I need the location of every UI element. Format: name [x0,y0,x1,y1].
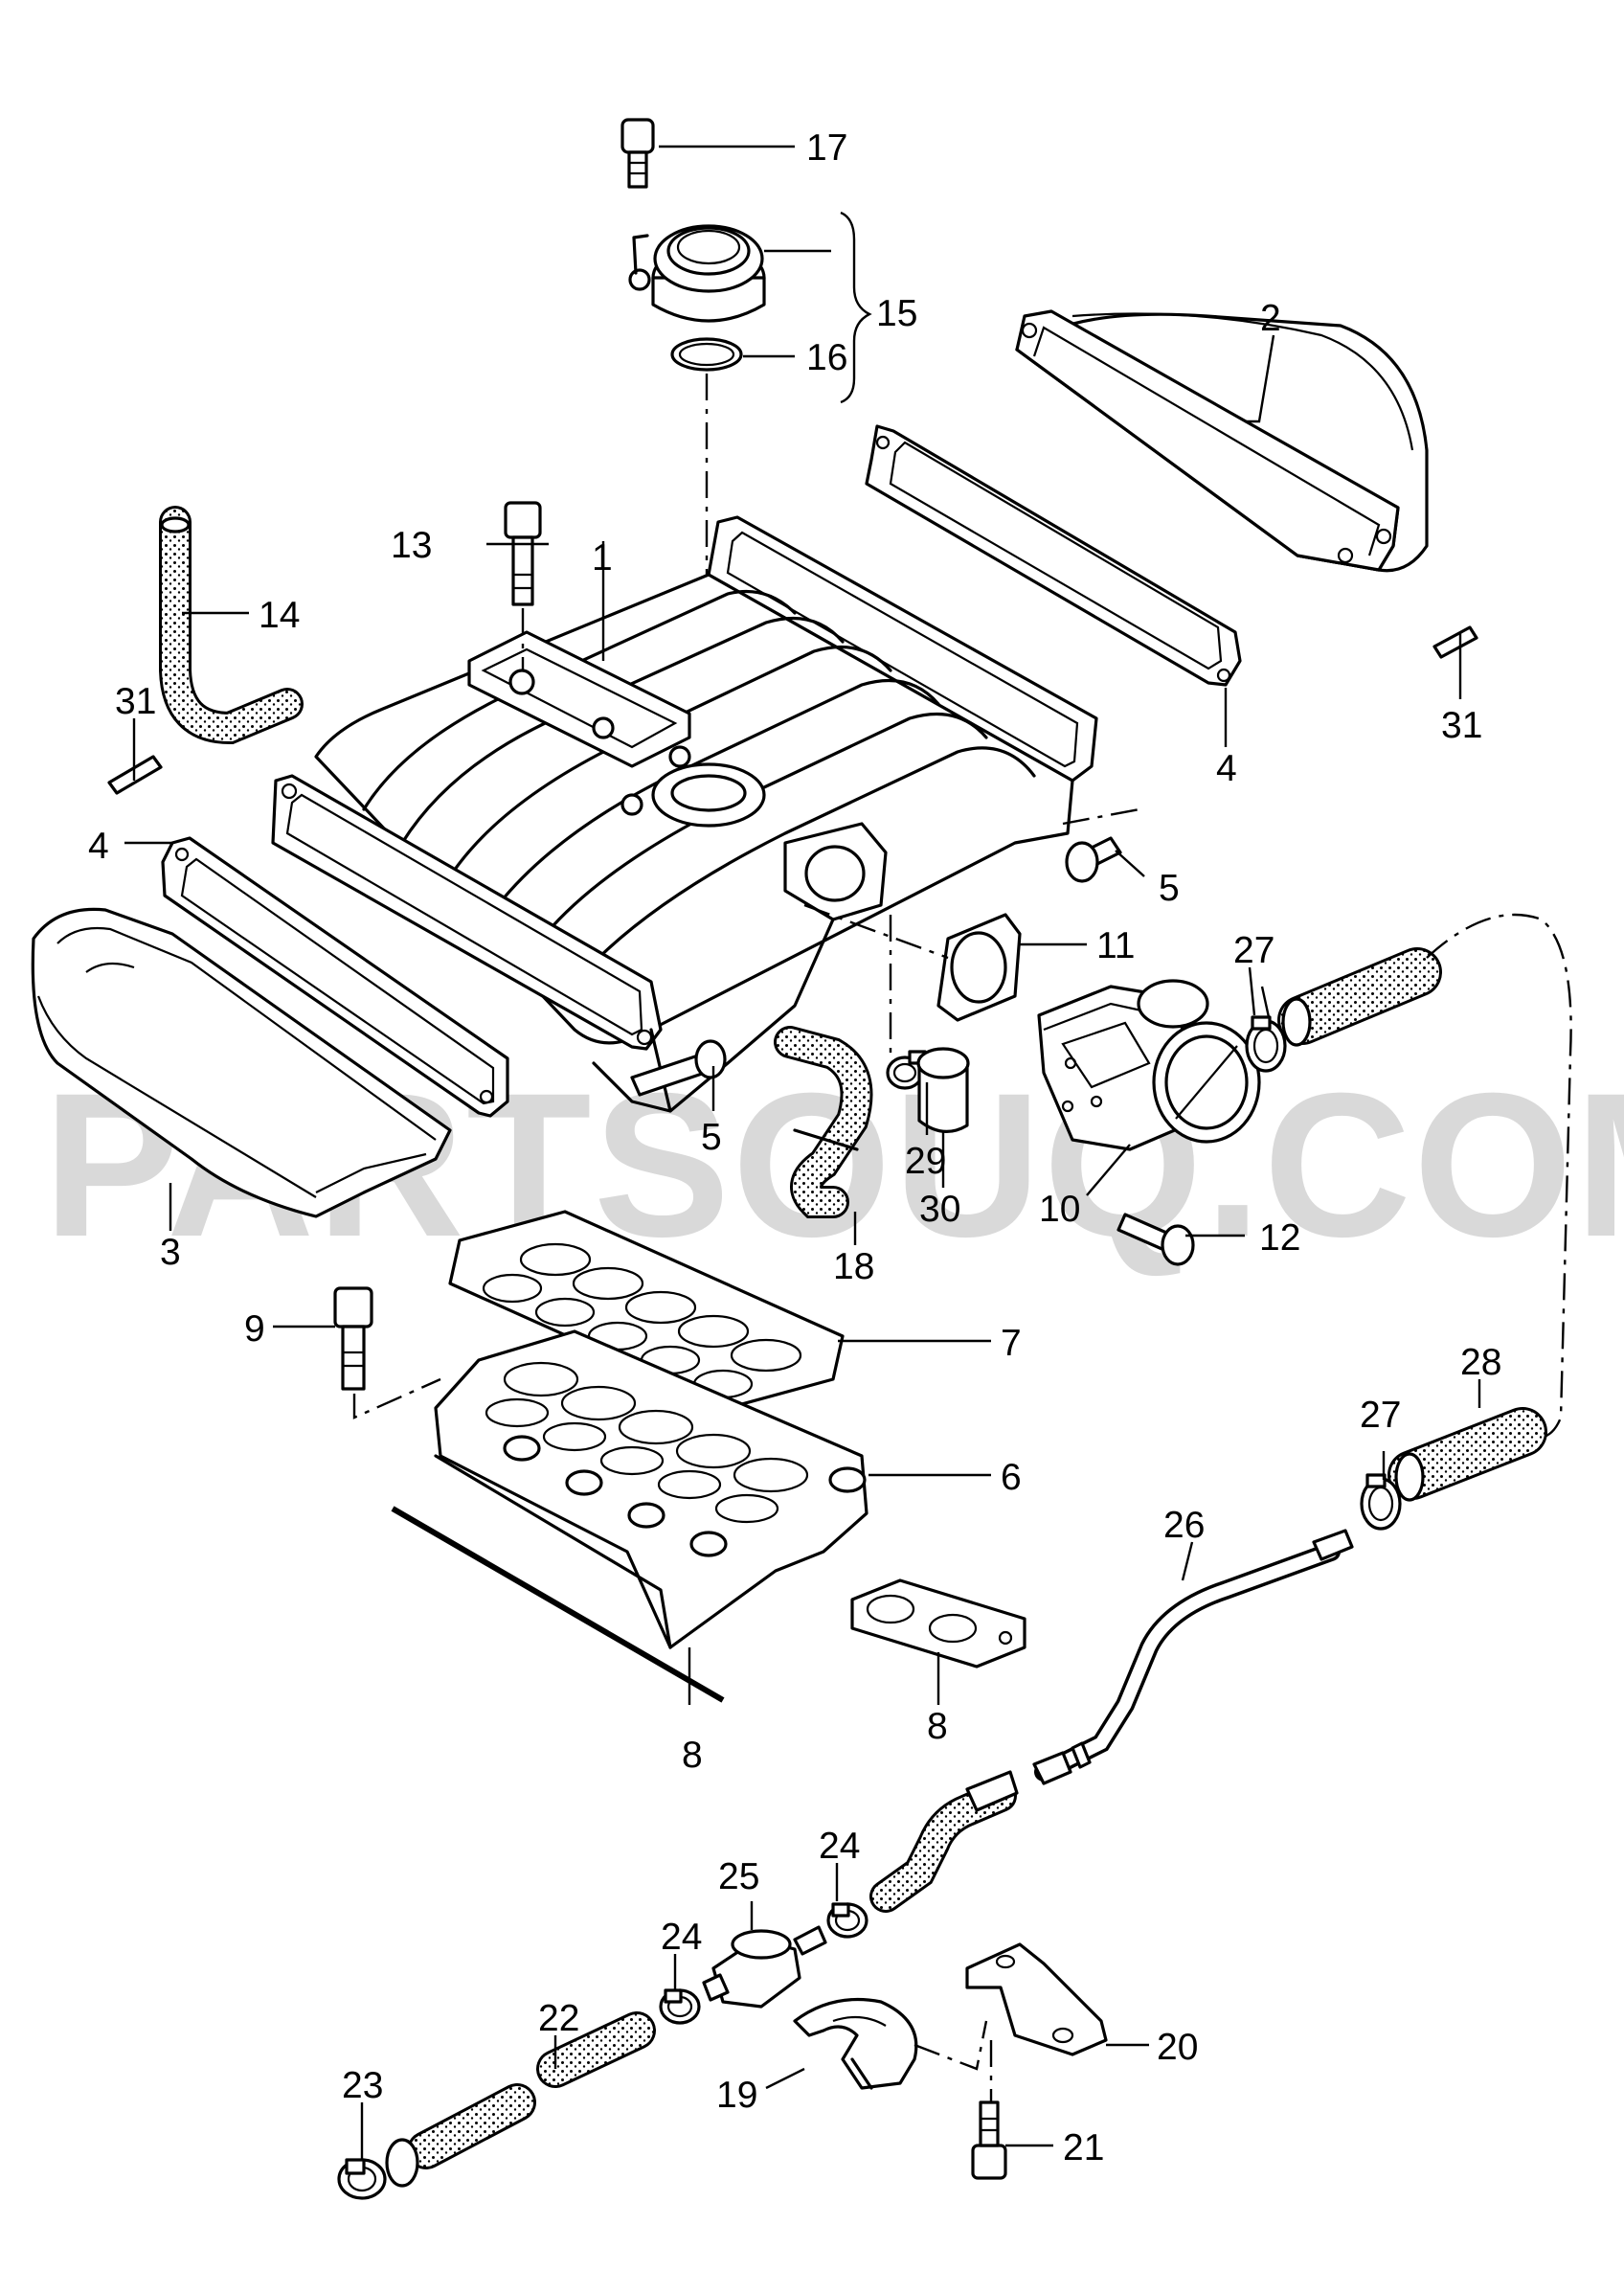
callout-15: 15 [876,293,917,334]
callout-9: 9 [244,1308,265,1350]
callout-23: 23 [342,2065,383,2106]
part-19-holder[interactable] [793,1998,918,2090]
callout-5-right: 5 [1159,868,1180,909]
part-31-pin-right[interactable] [1432,625,1478,659]
part-5-screw-right[interactable] [1065,836,1122,883]
assembly-line-5 [1062,807,1140,826]
part-28-hose-lower[interactable] [1387,1407,1547,1502]
callout-29: 29 [905,1141,946,1182]
part-24-clamp-lower[interactable] [659,1988,701,2025]
callout-12: 12 [1259,1217,1300,1259]
callout-18: 18 [833,1246,874,1287]
part-28-hose-upper[interactable] [1277,947,1442,1047]
callout-10: 10 [1039,1189,1080,1230]
callout-26: 26 [1163,1505,1205,1546]
leader-lines [124,145,1481,2160]
part-30-cap[interactable] [916,1047,970,1133]
part-13-bolt[interactable] [504,501,542,606]
callout-2: 2 [1260,298,1281,339]
callout-5-left: 5 [701,1117,722,1158]
callout-13: 13 [391,525,432,566]
callout-31-right: 31 [1441,705,1482,746]
callout-21: 21 [1063,2127,1104,2168]
callout-4-right: 4 [1216,748,1237,789]
callout-20: 20 [1157,2027,1198,2068]
part-17-screw[interactable] [620,118,655,189]
callout-8-right: 8 [927,1706,948,1747]
part-16-o-ring[interactable] [670,337,743,372]
part-10-throttle-body[interactable] [1037,979,1261,1151]
callout-28: 28 [1460,1342,1501,1383]
part-11-gasket[interactable] [936,913,1022,1022]
part-1-intake-manifold[interactable] [271,515,1098,1113]
part-26-pipe[interactable] [1032,1529,1354,1785]
callout-22: 22 [538,1998,579,2039]
callout-30: 30 [919,1189,960,1230]
part-21-bolt[interactable] [971,2100,1007,2180]
callout-25: 25 [718,1856,759,1897]
callout-4-left: 4 [88,826,109,867]
callout-27-lower: 27 [1360,1395,1401,1436]
callout-1: 1 [592,537,613,579]
part-27-clamp-upper[interactable] [1245,1015,1287,1073]
part-23-clamp[interactable] [337,2158,387,2200]
callout-24-lower: 24 [661,1917,702,1958]
callout-labels: 17 15 16 2 1 13 14 31 31 4 4 5 11 27 5 2… [88,127,1501,2168]
part-2-plenum-cover-right[interactable] [1015,309,1429,573]
part-4-gasket-right[interactable] [865,424,1242,687]
part-15-cap-assembly[interactable] [628,224,766,323]
part-25-valve[interactable] [702,1925,827,2009]
callout-16: 16 [806,337,847,378]
assembly-line-19 [914,2020,988,2071]
callout-31-left: 31 [115,681,156,722]
part-27-clamp-lower[interactable] [1360,1473,1402,1531]
part-3-plenum-cover-left[interactable] [31,907,452,1218]
callout-19: 19 [716,2075,757,2116]
part-20-bracket[interactable] [965,1942,1108,2056]
callout-11: 11 [1096,925,1136,966]
part-18-hose[interactable] [774,1026,873,1218]
assembly-line-11 [803,903,949,960]
callout-3: 3 [160,1232,181,1273]
part-8-seal-strip[interactable] [391,1506,725,1703]
callout-27-upper: 27 [1233,930,1274,971]
part-5-screw-left[interactable] [630,1039,727,1097]
callout-17: 17 [806,127,847,169]
callout-24-upper: 24 [819,1826,860,1867]
callout-14: 14 [259,595,300,636]
assembly-line-28 [1426,913,1572,1439]
part-24-clamp-upper[interactable] [826,1902,868,1939]
part-24-hose-upper[interactable] [869,1770,1019,1913]
assembly-line-9 [352,1377,441,1419]
part-9-bolt[interactable] [333,1286,373,1391]
part-4-gasket-left[interactable] [161,836,509,1118]
callout-6: 6 [1001,1457,1022,1498]
part-14-hose[interactable] [159,506,304,745]
part-8-gasket-small[interactable] [850,1578,1026,1669]
part-6-lower-manifold[interactable] [434,1329,868,1649]
callout-8-left: 8 [682,1735,703,1776]
callout-7: 7 [1001,1323,1022,1364]
part-22-hose[interactable] [385,2011,656,2188]
